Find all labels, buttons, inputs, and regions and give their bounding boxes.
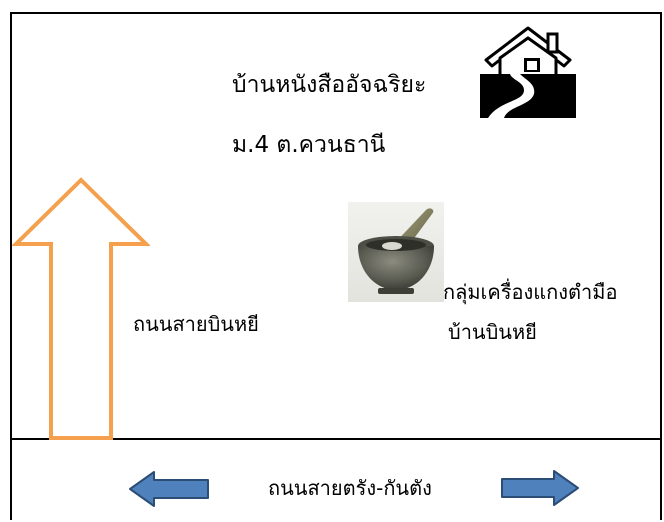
arrow-up-icon	[12, 177, 150, 440]
house-icon	[480, 26, 576, 118]
location-text: ม.4 ต.ควนธานี	[232, 132, 386, 158]
main-road-label: ถนนสายตรัง-กันตัง	[268, 476, 432, 500]
arrow-right-icon	[501, 470, 579, 506]
map-title: บ้านหนังสืออัจฉริยะ	[232, 72, 427, 98]
mortar-pestle-icon	[348, 202, 444, 302]
main-road-line	[10, 438, 662, 440]
group-name-line1: กลุ่มเครื่องแกงตำมือ	[443, 280, 618, 304]
side-road-label: ถนนสายบินหยี	[133, 312, 259, 336]
group-name-line2: บ้านบินหยี	[448, 320, 537, 344]
map-frame	[10, 12, 662, 520]
arrow-left-icon	[129, 471, 209, 507]
